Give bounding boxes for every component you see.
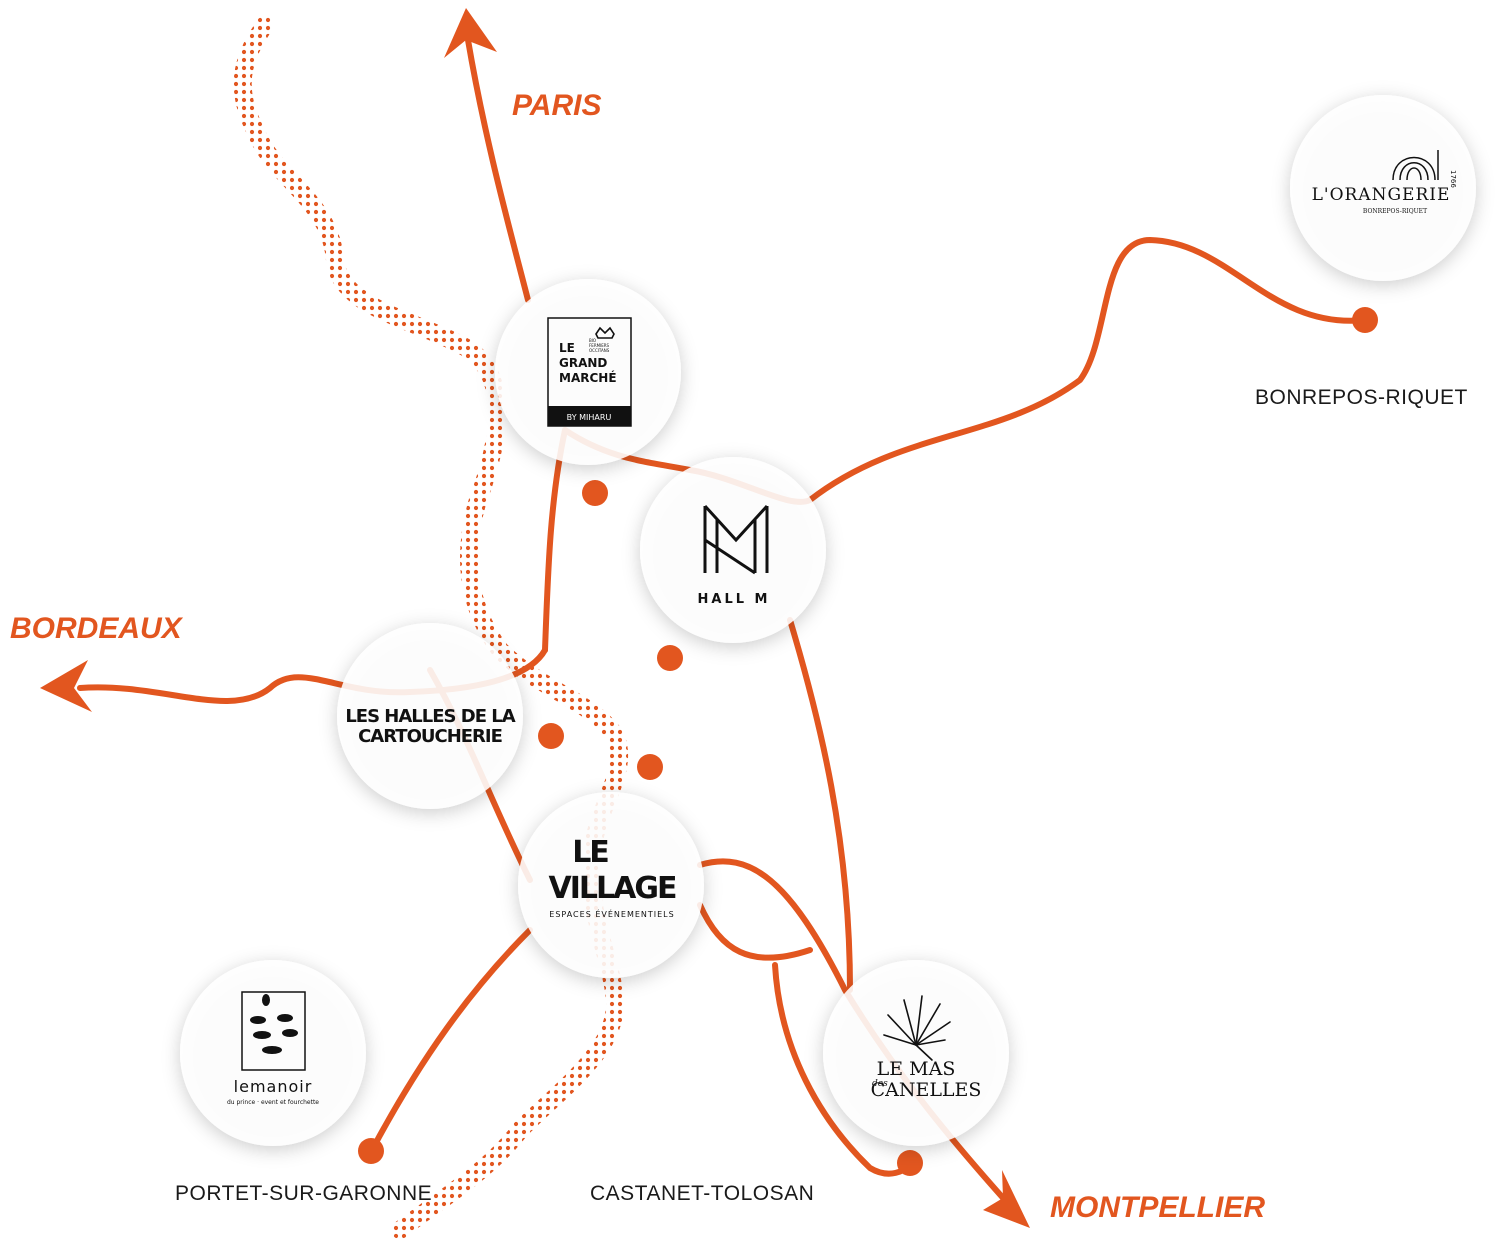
svg-text:BIO: BIO: [589, 338, 596, 343]
location-dot: [657, 645, 683, 671]
location-dot: [1352, 307, 1378, 333]
venue-mas-canelles[interactable]: LE MAS des CANELLES: [823, 960, 1009, 1146]
svg-text:LE: LE: [559, 341, 575, 355]
svg-text:L'ORANGERIE: L'ORANGERIE: [1312, 185, 1451, 205]
svg-text:LES HALLES DE LA: LES HALLES DE LA: [345, 706, 515, 727]
svg-text:BY MIHARU: BY MIHARU: [567, 413, 612, 422]
venue-hall-m[interactable]: HALL M: [640, 457, 826, 643]
location-dot: [897, 1150, 923, 1176]
tree-icon: [250, 994, 298, 1054]
svg-text:LE: LE: [572, 835, 608, 870]
svg-text:MARCHÉ: MARCHÉ: [559, 370, 617, 385]
crown-icon: [595, 326, 615, 339]
destination-paris: PARIS: [512, 89, 601, 122]
svg-text:lemanoir: lemanoir: [234, 1077, 313, 1096]
svg-text:des: des: [872, 1079, 888, 1089]
svg-text:FERMIERS: FERMIERS: [589, 343, 610, 348]
arrow-southeast-icon: [983, 1170, 1030, 1228]
svg-text:OCCITANS: OCCITANS: [589, 348, 610, 353]
svg-text:HALL M: HALL M: [698, 592, 771, 607]
town-bonrepos: BONREPOS-RIQUET: [1255, 386, 1468, 409]
location-dots: [358, 307, 1378, 1176]
svg-text:du prince · event et fourchett: du prince · event et fourchette: [227, 1099, 319, 1106]
venue-le-village[interactable]: LE VILLAGE ESPACES ÉVÉNEMENTIELS: [518, 792, 704, 978]
venue-orangerie[interactable]: 1766 L'ORANGERIE BONREPOS-RIQUET: [1290, 95, 1476, 281]
svg-text:BONREPOS-RIQUET: BONREPOS-RIQUET: [1363, 208, 1427, 215]
svg-text:ESPACES ÉVÉNEMENTIELS: ESPACES ÉVÉNEMENTIELS: [549, 908, 674, 919]
venue-grand-marche[interactable]: LE GRAND MARCHÉ BIO FERMIERS OCCITANS BY…: [495, 279, 681, 465]
svg-text:1766: 1766: [1449, 170, 1457, 188]
arch-icon: [1392, 150, 1439, 181]
town-portet: PORTET-SUR-GARONNE: [175, 1182, 432, 1205]
svg-text:VILLAGE: VILLAGE: [549, 871, 676, 906]
hall-m-monogram: [703, 504, 769, 575]
location-dot: [582, 480, 608, 506]
svg-text:CARTOUCHERIE: CARTOUCHERIE: [358, 726, 502, 747]
svg-text:CANELLES: CANELLES: [871, 1079, 982, 1101]
svg-text:LE MAS: LE MAS: [877, 1058, 956, 1080]
river: [233, 16, 629, 1239]
location-dot: [637, 754, 663, 780]
location-dot: [358, 1138, 384, 1164]
destination-bordeaux: BORDEAUX: [10, 612, 184, 645]
arrow-north-icon: [444, 8, 497, 58]
venue-halles-cartoucherie[interactable]: LES HALLES DE LA CARTOUCHERIE: [337, 623, 523, 809]
svg-text:GRAND: GRAND: [559, 356, 607, 370]
town-castanet: CASTANET-TOLOSAN: [590, 1182, 814, 1205]
destination-montpellier: MONTPELLIER: [1050, 1191, 1265, 1224]
arrow-west-icon: [40, 660, 92, 712]
venue-le-manoir[interactable]: lemanoir du prince · event et fourchette: [180, 960, 366, 1146]
location-dot: [538, 723, 564, 749]
palm-icon: [883, 995, 951, 1061]
